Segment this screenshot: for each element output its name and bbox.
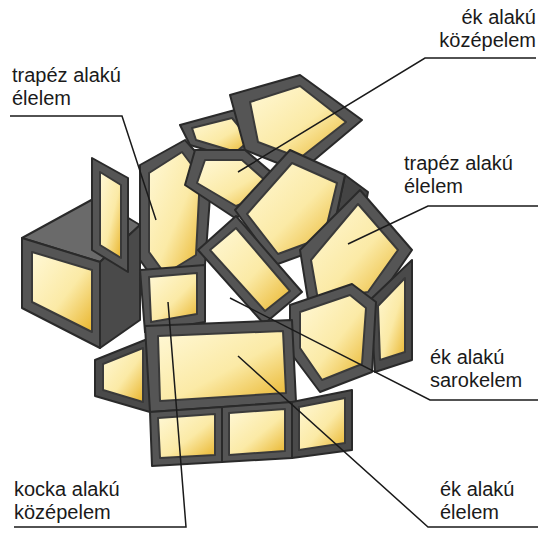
part-label: ék alakú sarokelem (430, 346, 540, 392)
part-label: ék alakú középelem (416, 6, 536, 52)
part-label: trapéz alakú élelem (12, 64, 152, 110)
part-label: ék alakú élelem (440, 478, 536, 524)
part-label: trapéz alakú élelem (404, 152, 540, 198)
part-label: kocka alakú középelem (14, 478, 154, 524)
leader-lines (10, 58, 538, 527)
